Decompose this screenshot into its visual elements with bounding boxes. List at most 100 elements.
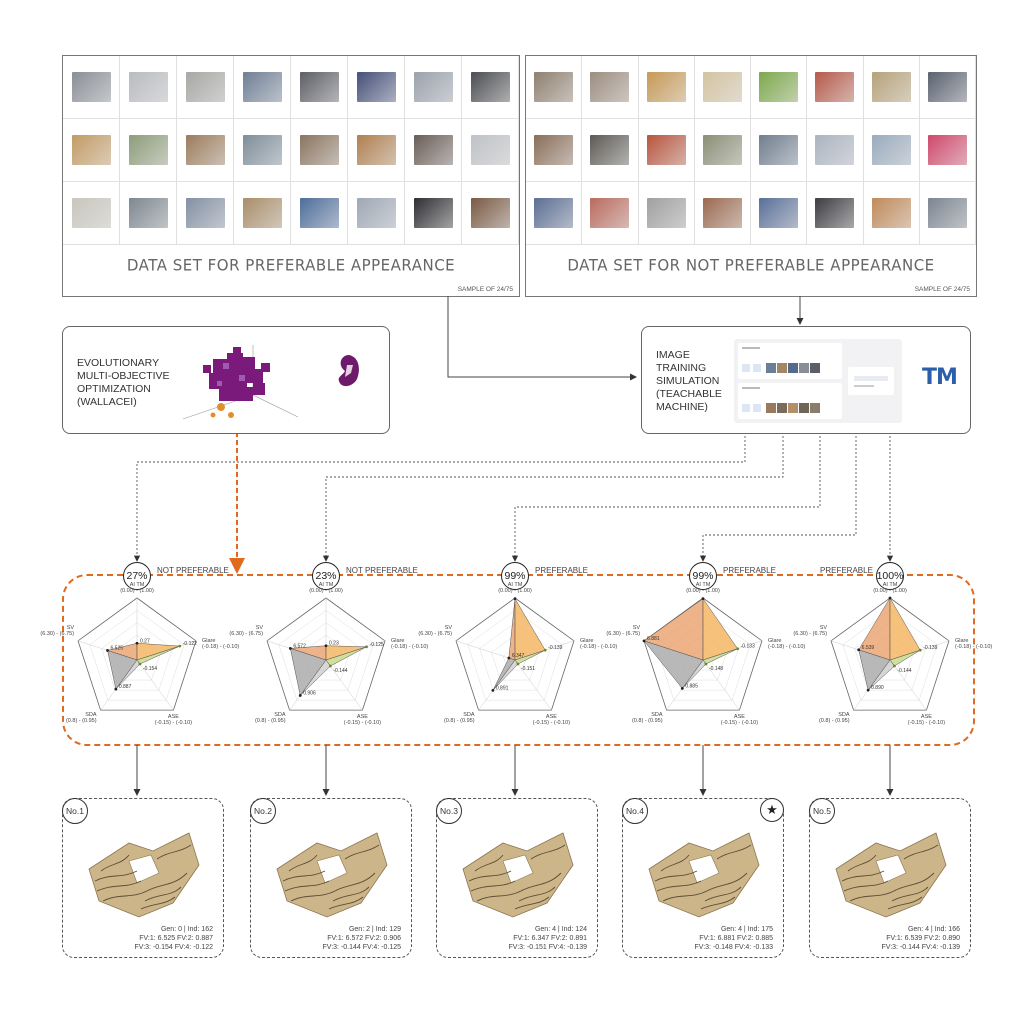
radar-value-label: 6.881 [647,636,660,642]
radar-spoke [455,640,516,661]
dataset-image-cell [694,56,751,119]
building-photo-thumbnail [534,198,574,228]
radar-axis-name: SV [256,625,264,631]
dataset-image-cell [807,182,864,245]
radar-axis-range: (6.30) - (6.75) [793,631,827,637]
dataset-image-cell [177,56,234,119]
radar-axis-name: AI TM [319,582,334,588]
dataset-image-cell [807,119,864,182]
radar-area-sda-sv [643,640,704,689]
radar-axis-name: ASE [357,714,368,720]
not-preferable-image-grid [526,56,976,245]
dotted-connector-1 [133,432,746,562]
building-photo-thumbnail [871,135,911,165]
preference-status-label: NOT PREFERABLE [157,566,229,575]
building-photo-thumbnail [470,198,510,228]
dataset-image-cell [582,56,639,119]
connector-pref-to-training [447,296,637,381]
radar-axis-range: (0.8) - (0.95) [444,718,475,724]
radar-value-label: -0.122 [183,641,197,647]
preference-status-label: PREFERABLE [535,566,588,575]
building-photo-thumbnail [646,135,686,165]
option-number: No.5 [809,798,835,824]
ai-score-badge: 23% [312,562,340,590]
radar-axis-name: AI TM [696,582,711,588]
radar-axis-name: Glare [768,638,781,644]
class-panel-preferable [738,343,842,379]
radar-spoke [889,659,927,711]
radar-axis-range: (0.00) - (1.00) [309,588,343,594]
building-photo-thumbnail [927,198,967,228]
dataset-image-cell [234,56,291,119]
radar-value-label: 6.572 [293,643,306,649]
radar-axis-name: SV [633,625,641,631]
radar-axis-range: (-0.15) - (-0.10) [533,720,570,726]
dataset-image-cell [120,56,177,119]
facade-render-graphic [462,832,574,918]
dataset-not-preferable-panel: DATA SET FOR NOT PREFERABLE APPEARANCE S… [525,55,977,297]
dataset-image-cell [348,119,405,182]
building-photo-thumbnail [242,198,282,228]
radar-value-label: -0.139 [923,645,937,651]
radar-value-label: -0.148 [709,666,723,672]
radar-grid-ring [77,597,197,711]
radar-value-label: -0.125 [370,642,384,648]
building-photo-thumbnail [185,72,225,102]
dataset-image-cell [751,56,808,119]
dataset-image-cell [291,119,348,182]
radar-axis-name: SDA [463,712,475,718]
radar-point [701,597,705,601]
building-photo-thumbnail [871,72,911,102]
radar-value-label: 0.890 [871,685,884,691]
dataset-image-cell [234,182,291,245]
radar-axis-name: Glare [580,638,593,644]
radar-point [328,664,332,668]
building-photo-thumbnail [413,135,453,165]
radar-value-label: -0.139 [548,645,562,651]
radar-axis-range: (-0.18) - (-0.10) [580,644,617,650]
radar-value-label: -0.133 [741,644,755,650]
radar-axis-name: ASE [921,714,932,720]
radar-area-sda-sv [107,650,138,690]
preferable-image-grid [63,56,519,245]
radar-value-label: 0.23 [329,641,339,647]
option-number: No.3 [436,798,462,824]
building-photo-thumbnail [534,135,574,165]
dataset-preferable-panel: DATA SET FOR PREFERABLE APPEARANCE SAMPL… [62,55,520,297]
radar-grid-ring [842,610,938,701]
ai-score-badge: 27% [123,562,151,590]
radar-value-label: -0.144 [897,668,911,674]
radar-axis-range: (0.00) - (1.00) [873,588,907,594]
building-photo-thumbnail [759,72,799,102]
radar-axis-name: SDA [85,712,97,718]
training-box: IMAGE TRAINING SIMULATION (TEACHABLE MAC… [641,326,971,434]
radar-axis-range: (0.00) - (1.00) [498,588,532,594]
radar-grid-ring [830,597,950,711]
dataset-image-cell [638,119,695,182]
radar-area-sv-aitm [508,598,516,661]
radar-point [736,647,740,651]
radar-spoke [136,659,174,711]
radar-axis-name: ASE [546,714,557,720]
radar-point [178,644,182,648]
option-number: No.2 [250,798,276,824]
ai-score-badge: 99% [501,562,529,590]
dataset-image-cell [462,56,519,119]
radar-value-label: -0.154 [143,666,157,672]
dataset-image-cell [526,119,583,182]
dataset-image-cell [582,119,639,182]
radar-area-aitm-glare [136,642,180,661]
radar-point [892,664,896,668]
radar-axis-name: ASE [168,714,179,720]
dataset-image-cell [751,119,808,182]
